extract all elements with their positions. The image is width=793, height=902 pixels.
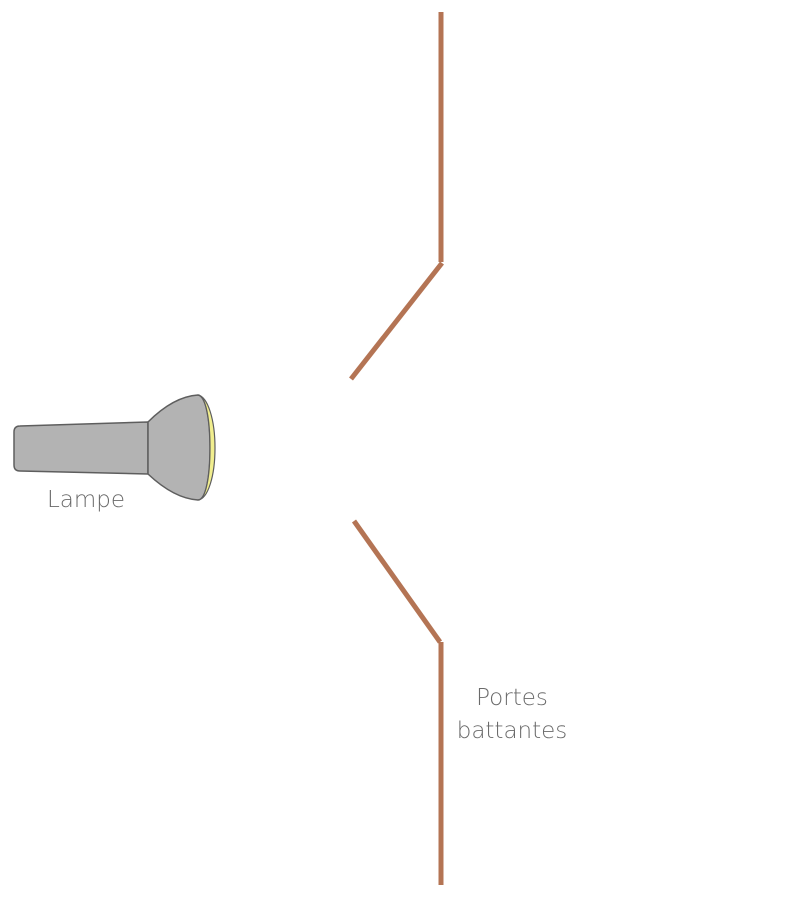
lamp-handle [13, 421, 149, 475]
upper-swinging-door [349, 261, 444, 381]
swinging-doors-label-line2: battantes [456, 718, 568, 744]
lamp-label: Lampe [46, 487, 126, 513]
swinging-doors-label: Portes battantes [448, 682, 576, 748]
swinging-doors-label-line1: Portes [476, 685, 548, 711]
lamp-lens [197, 394, 216, 501]
lower-swinging-door [351, 519, 443, 644]
lamp-icon [13, 394, 216, 501]
lamp-head [147, 394, 211, 501]
